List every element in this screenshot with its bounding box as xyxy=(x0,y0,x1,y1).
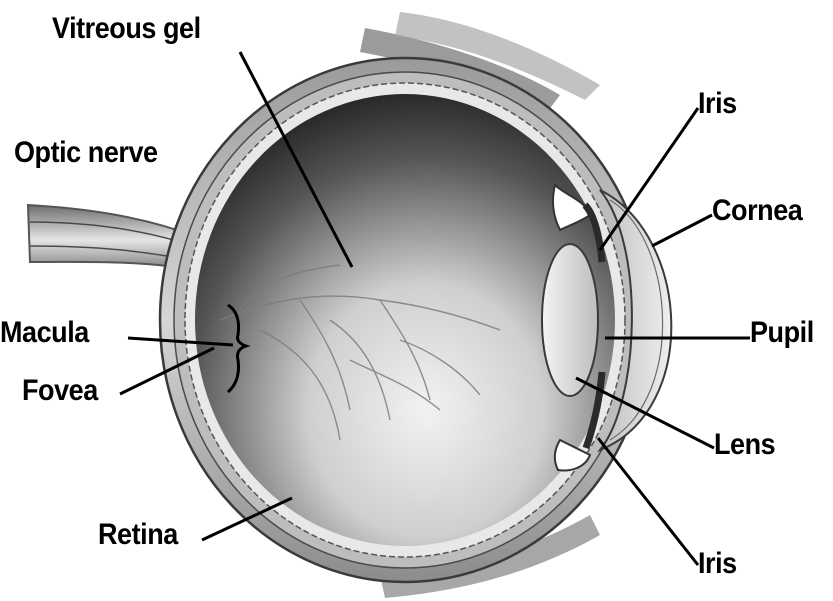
iris-bottom-leader xyxy=(598,438,698,565)
iris-bottom-label: Iris xyxy=(698,547,737,581)
macula-label: Macula xyxy=(0,316,89,350)
lens-label: Lens xyxy=(714,428,775,462)
fovea-label: Fovea xyxy=(22,374,98,408)
cornea-leader xyxy=(652,215,712,246)
pupil-label: Pupil xyxy=(750,316,814,350)
optic-nerve-label: Optic nerve xyxy=(14,136,158,170)
cornea-label: Cornea xyxy=(712,194,802,228)
lens xyxy=(542,244,598,396)
retina-label: Retina xyxy=(98,518,178,552)
vitreous-gel-label: Vitreous gel xyxy=(52,12,201,46)
iris-top-label: Iris xyxy=(698,87,737,121)
